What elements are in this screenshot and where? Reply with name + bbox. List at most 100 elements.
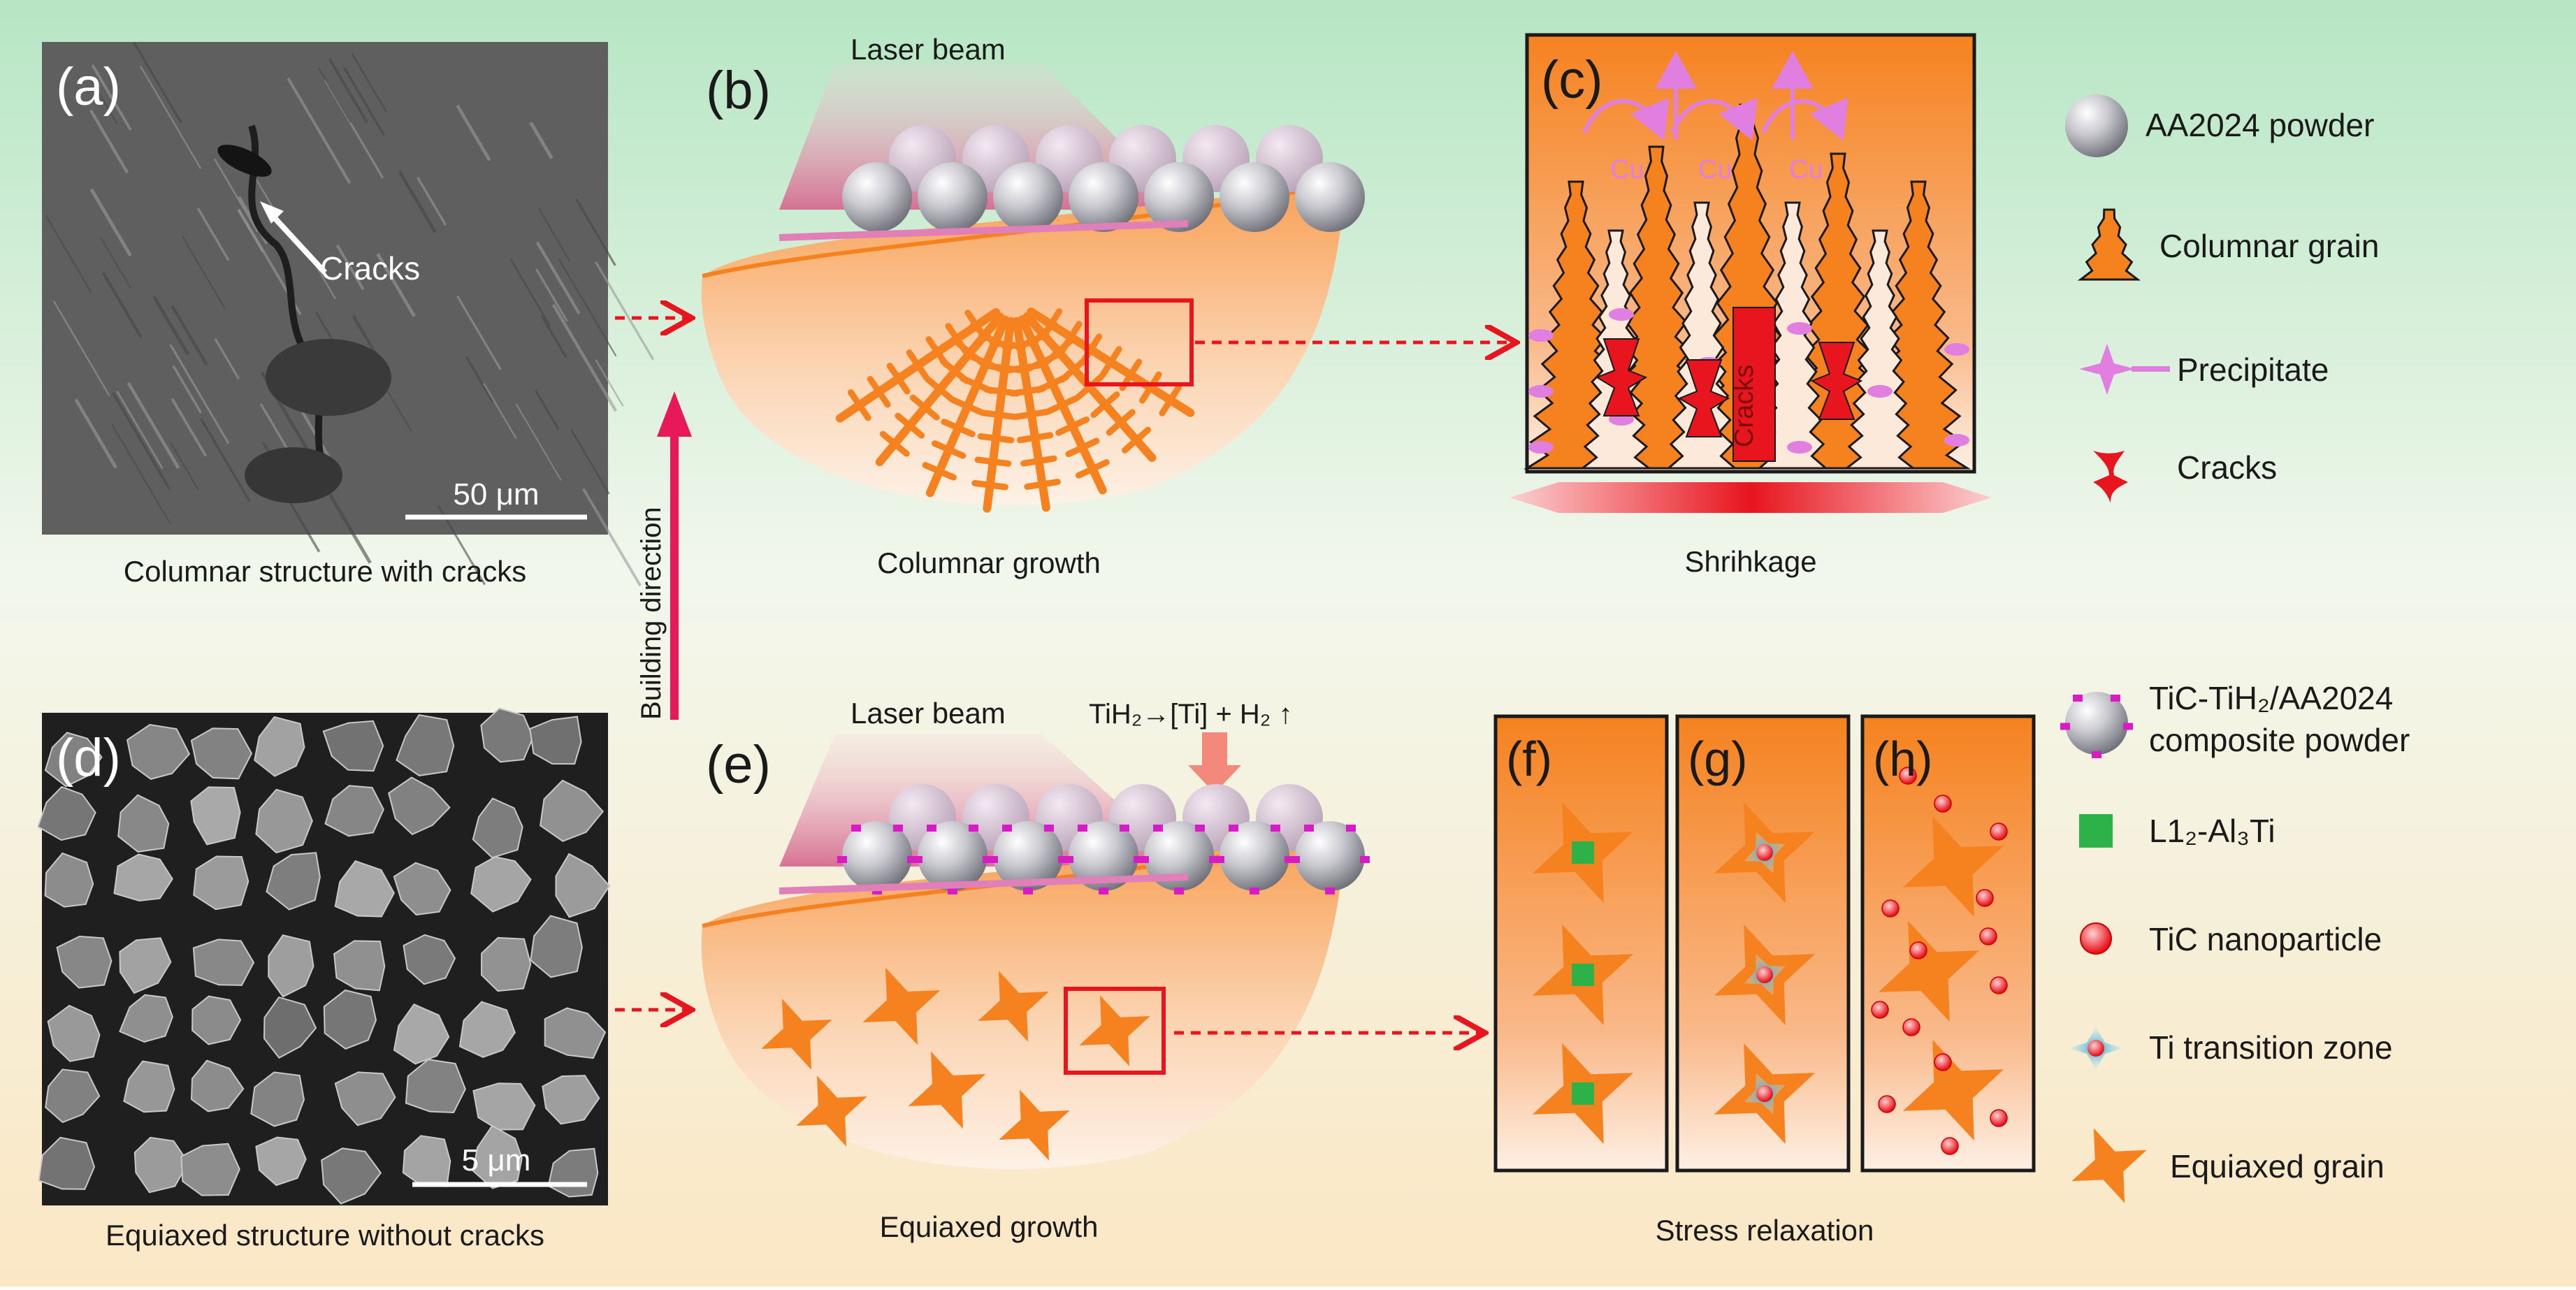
panel-d-grain [472,1124,523,1189]
panel-a-callout-arrow [265,208,327,275]
panel-a-crack-line [248,124,332,491]
panel-d: (d) 5 μm Equiaxed structure without crac… [37,707,611,1252]
panel-d-grain [322,720,384,772]
panel-a-streak [313,262,336,300]
panel-d-grain [472,1082,536,1131]
columnar-grain-branch [879,430,910,457]
panel-a-streak [483,382,517,440]
panel-a-streak [398,170,437,233]
panel-a-streak [99,236,132,289]
al3ti-nucleant [1572,1082,1594,1105]
powder-coating-particle [1058,856,1068,863]
legend-columnar-grain-icon [2077,208,2141,281]
panel-d-grain [192,938,255,986]
panel-a-streak [594,261,655,361]
panel-a-streak [535,241,581,314]
equiaxed-grain [796,1075,867,1147]
panel-a-streak [342,66,386,137]
legend-transition-item: Ti transition zone [2069,1027,2393,1069]
equiaxed-grain [1902,1039,2004,1141]
panel-a-streak [540,315,567,358]
columnar-grain-branch [922,462,957,481]
legend-composite-coating [2060,695,2133,758]
legend-red-dot-icon [2080,922,2112,955]
powder-coating-particle [893,825,903,832]
panel-d-grain [480,707,534,763]
powder-coating-particle [1346,825,1356,832]
composite-coating-particle [2123,723,2133,730]
equiaxed-grain [862,967,941,1045]
powder-coating-particle [1120,825,1129,832]
panel-a-streak [328,58,368,123]
panel-a-streak [91,64,132,131]
legend-composite-label-1: TiC-TiH₂/AA2024 [2149,680,2393,716]
powder-coating-particle [1002,825,1012,832]
panel-e-label: (e) [706,735,771,795]
panel-d-grain [333,940,386,992]
tic-nanoparticle [1979,927,1997,945]
panel-d-grain [480,936,532,992]
composite-coating-particle [2111,695,2120,702]
panel-h-label: (h) [1873,732,1933,786]
legend-powder-sphere-icon [2065,94,2128,157]
cu-flow-arc [1761,97,1848,141]
panel-a-streak [287,78,352,184]
panel-d-grain [38,1136,96,1190]
interdendritic-liquid [1756,201,1829,470]
powder-coating-particle [1209,856,1219,863]
columnar-grain-branch [1020,455,1057,467]
legend-columnar-label: Columnar grain [2159,228,2379,264]
panel-a-streak [595,358,624,407]
panel-a-dark-region [266,339,391,416]
panel-c-cracks [1595,307,1863,462]
columnar-grain-branch [1159,384,1182,416]
columnar-grain-branch [847,389,871,421]
panel-g-grains [1714,802,1816,1145]
equiaxed-grain [999,1089,1070,1161]
panel-e-caption: Equiaxed growth [880,1210,1099,1243]
cu-flow-arc [1582,97,1670,141]
panel-f-grains [1532,802,1634,1145]
panel-d-grain [388,776,451,836]
panel-b-beam-label: Laser beam [851,33,1006,66]
panel-e-composite-powder-layer [837,784,1370,894]
powder-sphere [993,821,1063,891]
panel-d-grain [44,732,103,788]
equiaxed-grain [761,999,832,1070]
powder-coating-particle [1285,856,1294,863]
powder-coating-particle [927,825,936,832]
panel-a-streak [456,296,502,370]
crack [1595,338,1648,416]
panel-a-streak [289,502,321,553]
tic-nanoparticle [1909,941,1927,959]
panel-d-grain [555,853,611,918]
columnar-grain-branch [1090,391,1120,419]
panel-d-grain [126,723,191,780]
panel-d-scale-label: 5 μm [462,1143,531,1177]
panel-c-caption: Shrihkage [1684,545,1816,578]
columnar-grain-branch [1016,432,1054,444]
al3ti-nucleant [1572,841,1594,864]
powder-coating-particle [1215,856,1224,863]
equiaxed-grain [978,971,1049,1042]
panel-a-streak [171,398,208,457]
panel-c-crack-label: Cracks [1730,365,1759,447]
panel-a: (a) Cracks 50 μm Columnar structure with… [42,41,655,588]
panel-d-caption: Equiaxed structure without cracks [106,1219,544,1252]
legend-precipitate-item: Precipitate [2079,344,2329,395]
fgh-caption: Stress relaxation [1656,1214,1874,1247]
precipitate [1944,434,1969,447]
panel-h-grains [1871,767,2008,1155]
tic-nanoparticle [1871,1001,1889,1019]
powder-sphere [1220,162,1289,232]
panel-a-streak [213,158,259,233]
panel-d-grain [133,1136,189,1194]
columnar-grain-branch [1122,426,1152,454]
powder-coating-particle [1271,825,1280,832]
legend-equiaxed-label: Equiaxed grain [2170,1148,2385,1184]
panel-e-zoom-box [1064,987,1166,1075]
panel-a-streak [376,253,416,317]
panel-a-streak [115,390,164,470]
panel-d-grain [255,788,313,854]
panel-d-grain [266,852,321,911]
